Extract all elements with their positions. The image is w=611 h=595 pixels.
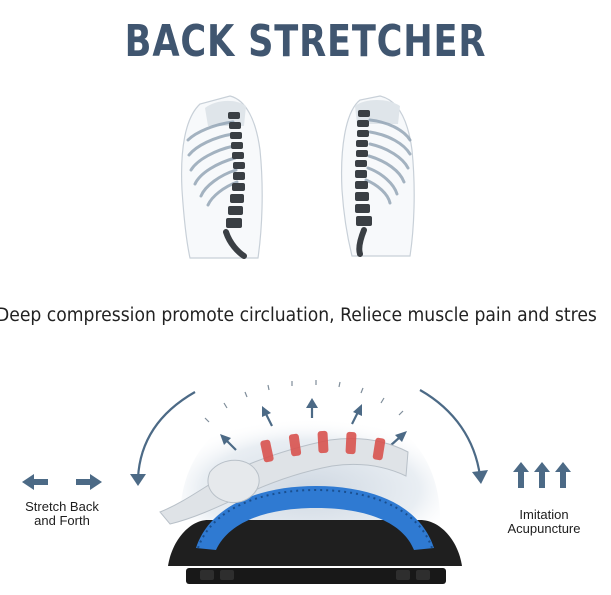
left-caption: Stretch Back and Forth bbox=[12, 500, 112, 528]
left-caption-line1: Stretch Back bbox=[25, 499, 99, 514]
right-caption-line1: Imitation bbox=[519, 507, 569, 522]
right-caption-line2: Acupuncture bbox=[507, 521, 581, 536]
tagline-text: Deep compression promote circluation, Re… bbox=[0, 305, 597, 326]
tagline: Deep compression promote circluation, Re… bbox=[0, 305, 611, 329]
left-caption-line2: and Forth bbox=[34, 513, 90, 528]
right-caption: Imitation Acupuncture bbox=[488, 508, 600, 536]
page-title: BACK STRETCHER bbox=[124, 16, 487, 67]
